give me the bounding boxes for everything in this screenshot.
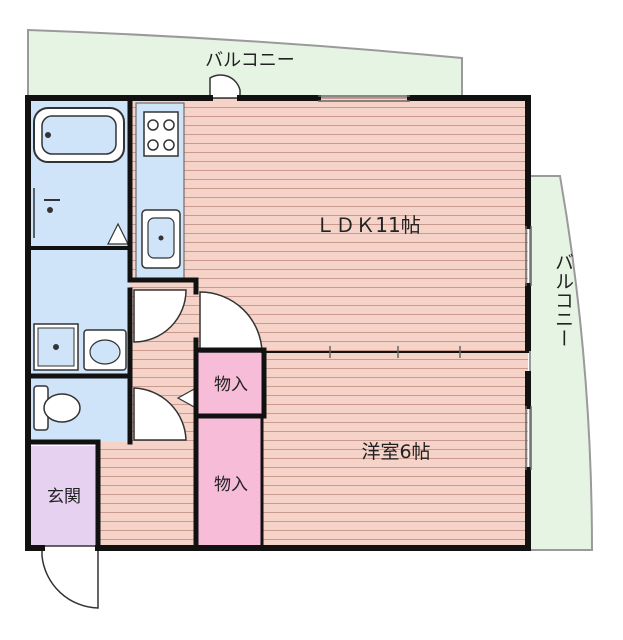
washer-pan-icon <box>33 323 79 371</box>
balcony-top <box>27 28 463 99</box>
balcony-top-label: バルコニー <box>205 50 295 71</box>
toilet-icon <box>33 385 81 431</box>
western-room-floor <box>262 353 528 546</box>
closet-lower-label: 物入 <box>214 475 248 495</box>
entrance-floor <box>28 446 98 546</box>
shower-fixture-icon <box>33 188 60 238</box>
balcony-right-label: バルコニー <box>552 253 574 348</box>
balcony-right <box>529 175 594 551</box>
closet-lower-floor <box>198 416 262 546</box>
western-room-label: 洋室6帖 <box>361 441 430 463</box>
entrance-label: 玄関 <box>47 487 81 507</box>
stove-icon <box>143 111 179 157</box>
windows <box>318 95 532 470</box>
ldk-label: ＬＤＫ11帖 <box>315 213 420 237</box>
closet-upper-label: 物入 <box>214 375 248 395</box>
step-marker <box>107 222 129 245</box>
door-swing-icon <box>41 74 263 609</box>
washbasin-icon <box>83 329 127 371</box>
bathtub-icon <box>33 107 125 163</box>
walls <box>25 95 531 551</box>
closet-upper-floor <box>198 350 264 416</box>
sink-icon <box>141 209 181 269</box>
